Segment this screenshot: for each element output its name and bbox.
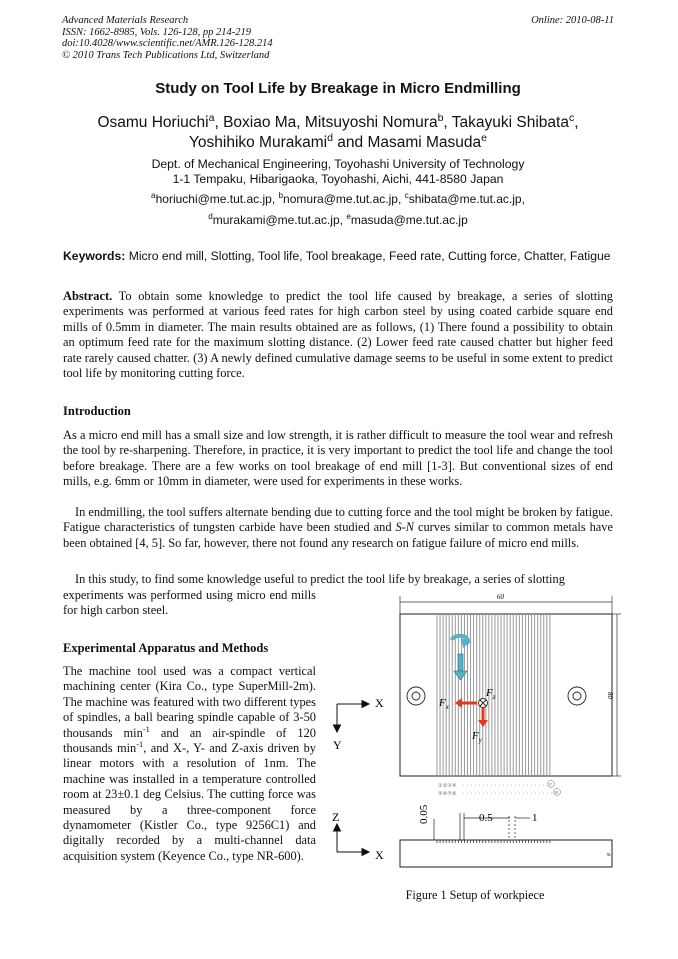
email-a[interactable]: horiuchi@me.tut.ac.jp,	[155, 192, 279, 206]
figure-caption: Figure 1 Setup of workpiece	[405, 888, 545, 902]
height-dim-label: 80	[606, 692, 614, 700]
email-line-1: ahoriuchi@me.tut.ac.jp, bnomura@me.tut.a…	[151, 191, 525, 206]
workpiece-side-view	[399, 839, 613, 868]
width-dim-label: 60	[497, 593, 505, 601]
side-view-slots	[436, 840, 551, 843]
slot-last-markers	[547, 780, 561, 796]
depth-dim-label: 0.05	[418, 804, 430, 824]
axis-x-label-bottom: X	[375, 848, 384, 862]
methods-paragraph: The machine tool used was a compact vert…	[63, 664, 316, 863]
axis-y-label: Y	[333, 738, 342, 752]
xy-axes	[332, 699, 371, 734]
clamp-hole-left	[406, 686, 426, 706]
workpiece-plate	[399, 613, 613, 777]
axis-z-label: Z	[332, 810, 339, 824]
author-list: Osamu Horiuchia, Boxiao Ma, Mitsuyoshi N…	[97, 111, 579, 151]
intro-paragraph-3b: experiments was performed using micro en…	[63, 588, 316, 618]
intro-heading: Introduction	[63, 404, 131, 418]
intro-paragraph-1: As a micro end mill has a small size and…	[63, 428, 613, 489]
issn-line: ISSN: 1662-8985, Vols. 126-128, pp 214-2…	[62, 26, 251, 38]
spindle-rotation-arrow-icon	[450, 633, 471, 681]
clamp-hole-right	[567, 686, 587, 706]
force-x-label: Fx	[438, 697, 450, 711]
doi-line: doi:10.4028/www.scientific.net/AMR.126-1…	[62, 38, 273, 50]
slot-number-38: 38	[554, 790, 558, 795]
journal-name: Advanced Materials Research	[62, 15, 189, 26]
slot-number-leaders	[463, 784, 553, 794]
width-dimension	[399, 596, 613, 614]
axis-x-label-top: X	[375, 696, 384, 710]
thickness-dim-label: 8	[605, 853, 611, 856]
intro-paragraph-2: In endmilling, the tool suffers alternat…	[63, 505, 613, 550]
force-arrows	[455, 698, 488, 727]
paper-title: Study on Tool Life by Breakage in Micro …	[155, 80, 521, 97]
xz-axes	[332, 822, 371, 857]
copyright-line: © 2010 Trans Tech Publications Ltd, Swit…	[62, 49, 270, 61]
intro-paragraph-3a: In this study, to find some knowledge us…	[75, 572, 565, 586]
slot-numbers-row-1: ①②③④	[438, 783, 457, 789]
gap-dim-label: 1	[532, 812, 538, 824]
slot-number-37: 37	[548, 782, 552, 787]
online-date: Online: 2010-08-11	[531, 15, 614, 26]
keywords: Keywords: Micro end mill, Slotting, Tool…	[63, 249, 611, 263]
pitch-dim-label: 0.5	[479, 812, 493, 824]
height-dimension	[612, 613, 621, 777]
workpiece-setup-figure: 60 80 Fx Fz Fy ①②③④ ⑤⑥⑦⑧	[332, 593, 621, 868]
abstract: Abstract. To obtain some knowledge to pr…	[63, 289, 613, 381]
email-d[interactable]: murakami@me.tut.ac.jp,	[212, 213, 347, 227]
email-c[interactable]: shibata@me.tut.ac.jp,	[408, 192, 525, 206]
email-e[interactable]: masuda@me.tut.ac.jp	[350, 213, 468, 227]
slot-numbers-row-2: ⑤⑥⑦⑧	[438, 791, 457, 797]
affiliation: Dept. of Mechanical Engineering, Toyohas…	[151, 157, 525, 186]
page-header: Advanced Materials Research ISSN: 1662-8…	[62, 15, 614, 61]
force-y-label: Fy	[471, 730, 483, 744]
email-line-2: dmurakami@me.tut.ac.jp, emasuda@me.tut.a…	[208, 212, 468, 227]
email-b[interactable]: nomura@me.tut.ac.jp,	[283, 192, 405, 206]
side-dimensions	[433, 813, 530, 840]
methods-heading: Experimental Apparatus and Methods	[63, 641, 269, 655]
force-z-label: Fz	[485, 687, 496, 701]
